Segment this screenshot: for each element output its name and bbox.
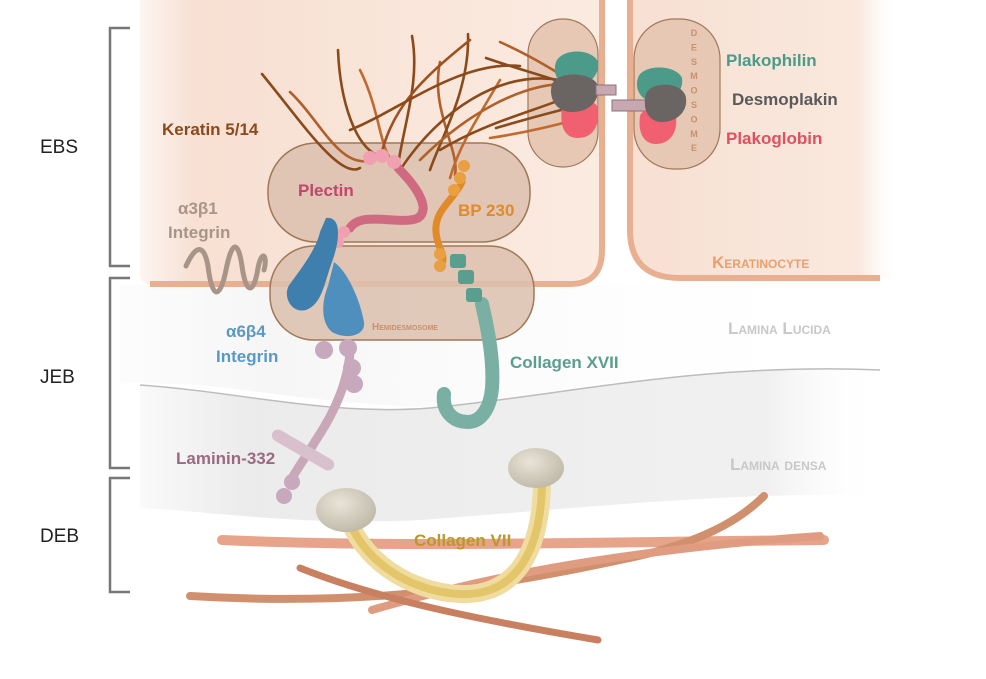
collagen-vii-nc1-right <box>508 448 564 488</box>
integrin-a3b1-label-line2: Integrin <box>168 223 230 242</box>
jeb-label: JEB <box>40 367 75 388</box>
keratin-label: Keratin 5/14 <box>162 120 259 139</box>
jeb-bracket <box>108 276 130 470</box>
desmosome-right-proteins <box>611 67 687 144</box>
plakophilin-label: Plakophilin <box>726 51 817 70</box>
deb-label: DEB <box>40 526 79 547</box>
zone-brackets <box>108 26 130 594</box>
ebs-bracket <box>108 26 130 268</box>
collagen-vii-molecule <box>316 448 564 604</box>
desmosome-left-proteins <box>550 51 617 138</box>
laminin-label: Laminin-332 <box>176 449 275 468</box>
keratinocyte-label: Keratinocyte <box>712 253 809 272</box>
integrin-a3b1-shape <box>183 244 268 295</box>
lamina-lucida-label: Lamina Lucida <box>728 319 831 338</box>
laminin-332-molecule <box>271 339 363 504</box>
keratinocyte-right-membrane <box>627 0 880 281</box>
lamina-densa-label: Lamina densa <box>730 455 827 474</box>
collagen-xvii-label: Collagen XVII <box>510 353 619 372</box>
keratinocyte-left-membrane <box>150 0 605 287</box>
anchoring-fibrils <box>186 492 829 644</box>
desmoglein-left <box>595 84 617 96</box>
ebs-label: EBS <box>40 137 78 158</box>
bp230-molecule <box>432 160 470 272</box>
plectin-label: Plectin <box>298 181 354 200</box>
desmoglein-right <box>611 99 651 112</box>
integrin-a3b1-label-line1: α3β1 <box>178 199 218 218</box>
integrin-a6b4-label-line2: Integrin <box>216 347 278 366</box>
desmoplakin-right-shape <box>644 84 687 122</box>
desmoplakin-label: Desmoplakin <box>732 90 838 109</box>
collagen-xvii-molecule <box>436 254 500 430</box>
keratin-filaments <box>260 32 592 180</box>
integrin-a6b4-shape <box>286 217 365 337</box>
collagen-vii-label: Collagen VII <box>414 531 511 550</box>
plakoglobin-label: Plakoglobin <box>726 129 822 148</box>
bp230-label: BP 230 <box>458 201 514 220</box>
collagen-vii-nc1-left <box>316 488 376 532</box>
deb-bracket <box>108 476 130 594</box>
desmoplakin-left-shape <box>550 74 599 112</box>
hemidesmosome-label: Hemidesmosome <box>372 322 438 333</box>
integrin-a6b4-label-line1: α6β4 <box>226 322 266 341</box>
